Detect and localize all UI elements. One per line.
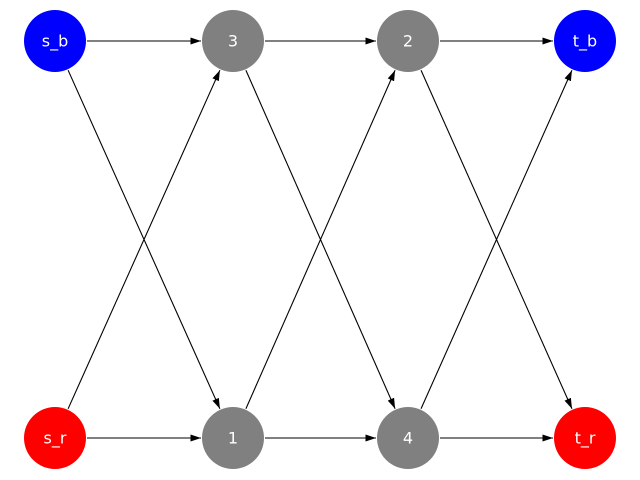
node-s_b-circle	[24, 10, 86, 72]
node-3-label: 3	[228, 31, 238, 50]
edge-s_r-3	[67, 69, 221, 410]
node-4: 4	[377, 407, 439, 469]
node-2: 2	[377, 10, 439, 72]
node-4-label: 4	[403, 428, 413, 447]
node-s_b-label: s_b	[42, 31, 69, 51]
node-t_b-circle	[554, 10, 616, 72]
node-s_r-label: s_r	[44, 428, 67, 448]
node-t_r-label: t_r	[575, 428, 596, 448]
node-4-circle	[377, 407, 439, 469]
node-1-circle	[202, 407, 264, 469]
nodes-layer: s_b 3 2 t_b s_r 1 4 t_r	[24, 10, 616, 469]
node-t_b-label: t_b	[573, 31, 597, 51]
node-1-label: 1	[228, 428, 238, 447]
node-s_b: s_b	[24, 10, 86, 72]
node-s_r: s_r	[24, 407, 86, 469]
node-t_r: t_r	[554, 407, 616, 469]
edge-1-2	[245, 70, 396, 409]
node-s_r-circle	[24, 407, 86, 469]
node-3-circle	[202, 10, 264, 72]
node-t_b: t_b	[554, 10, 616, 72]
node-1: 1	[202, 407, 264, 469]
node-2-label: 2	[403, 31, 413, 50]
edge-4-t_b	[420, 70, 573, 409]
node-3: 3	[202, 10, 264, 72]
node-t_r-circle	[554, 407, 616, 469]
node-2-circle	[377, 10, 439, 72]
edges-layer	[67, 37, 573, 442]
